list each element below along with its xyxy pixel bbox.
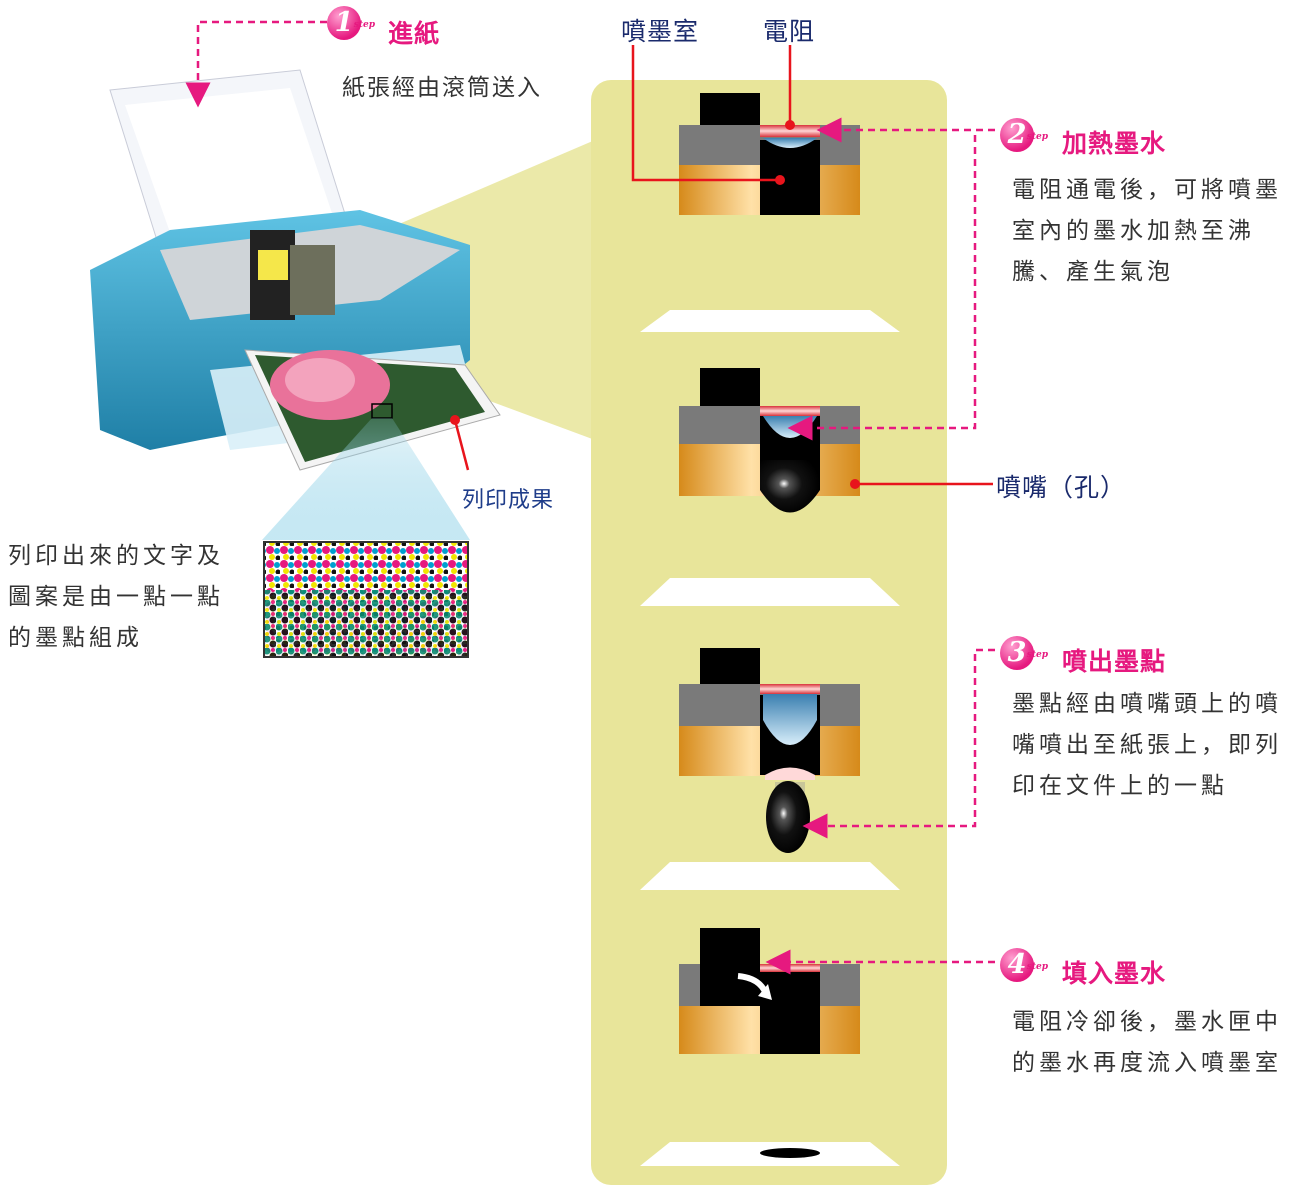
nozzle-label: 噴嘴（孔）	[996, 473, 1127, 502]
leader-lines	[453, 45, 993, 486]
step-arrows	[185, 20, 995, 975]
step-2-title: 加熱墨水	[1062, 129, 1167, 158]
nozzle-stage-4	[679, 928, 860, 1054]
step-1-title: 進紙	[388, 19, 441, 48]
step-3-desc: 墨點經由噴嘴頭上的噴嘴噴出至紙張上，即列印在文件上的一點	[1012, 691, 1282, 799]
print-result-label: 列印成果	[462, 488, 555, 513]
resistor-label: 電阻	[763, 17, 816, 46]
leader-dots	[450, 120, 860, 489]
halftone-dots-inset	[263, 541, 469, 658]
step-4-desc: 電阻冷卻後，墨水匣中的墨水再度流入噴墨室	[1012, 1009, 1282, 1076]
diagram-panel	[591, 80, 947, 1185]
nozzle-stage-1	[679, 93, 860, 215]
step-1-desc: 紙張經由滾筒送入	[342, 75, 542, 101]
step-4-title: 填入墨水	[1062, 959, 1167, 988]
paper-sheets	[640, 310, 900, 1166]
printer-illustration	[90, 69, 501, 540]
step-2-desc: 電阻通電後，可將噴墨室內的墨水加熱至沸騰、產生氣泡	[1012, 177, 1282, 285]
halftone-note: 列印出來的文字及圖案是由一點一點的墨點組成	[8, 543, 224, 651]
nozzle-stage-3	[679, 648, 860, 853]
step-3-title: 噴出墨點	[1062, 647, 1167, 676]
zoom-wedge	[350, 140, 595, 440]
ink-chamber-label: 噴墨室	[621, 17, 700, 46]
